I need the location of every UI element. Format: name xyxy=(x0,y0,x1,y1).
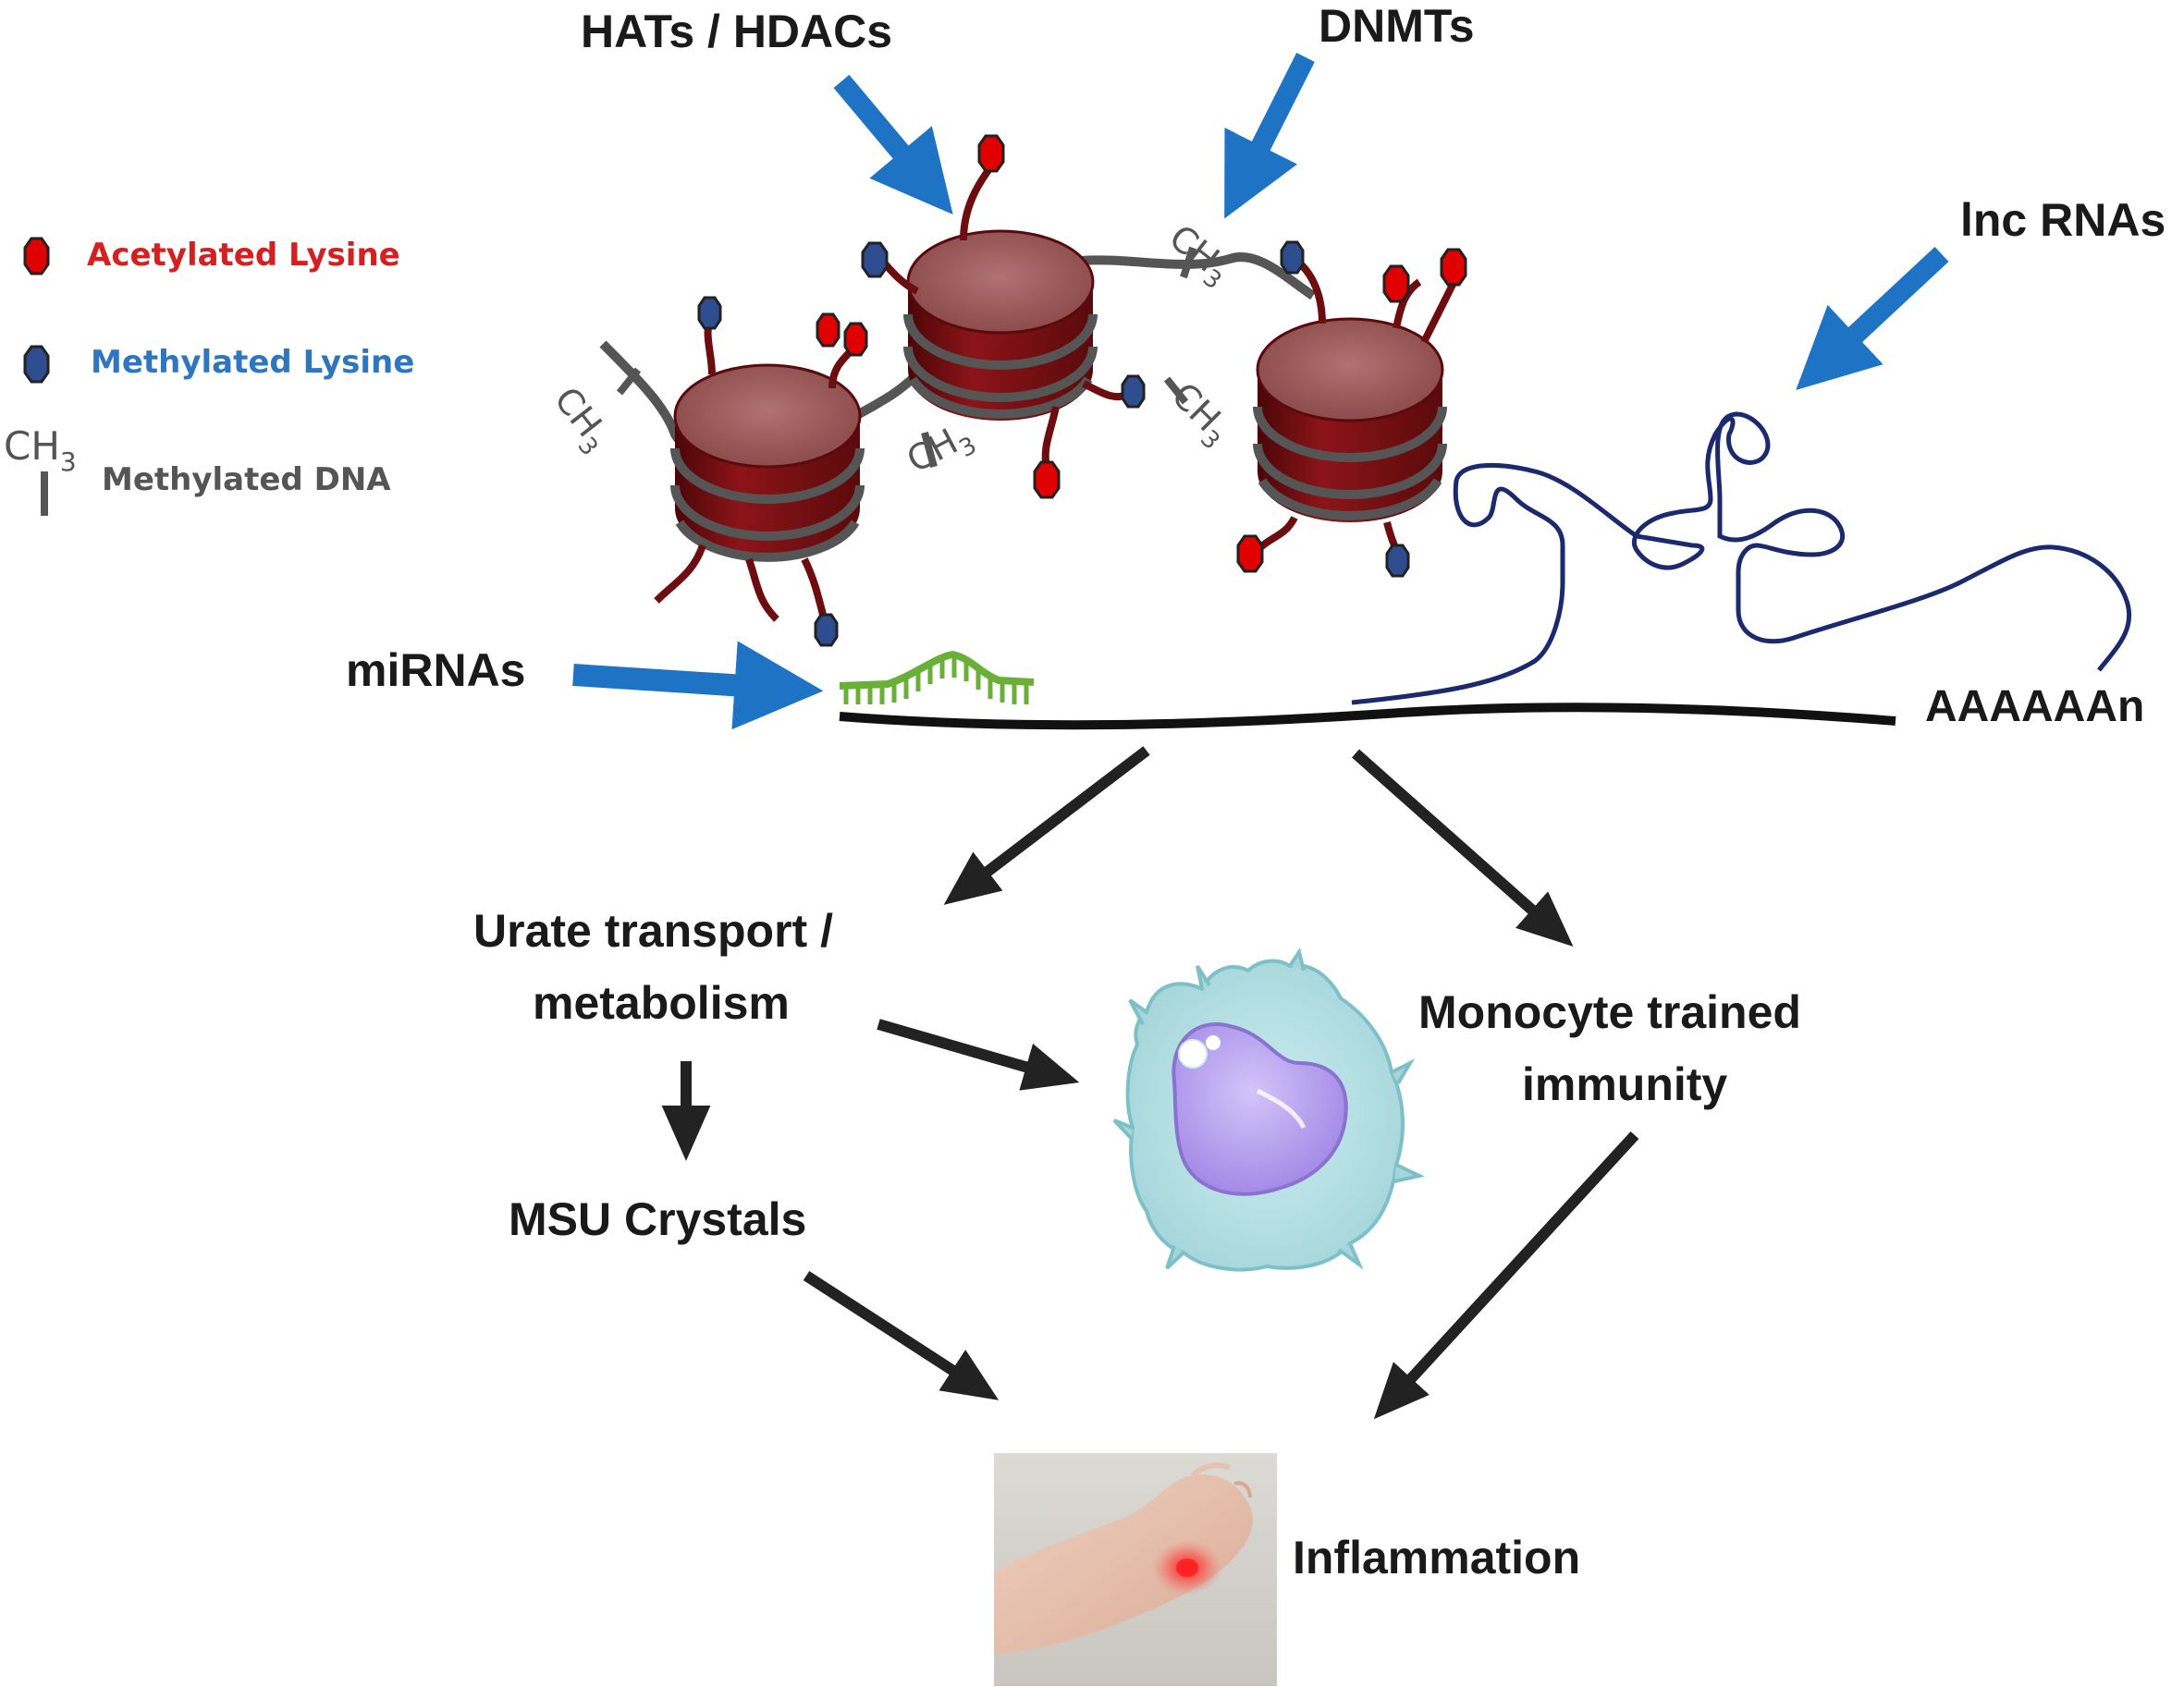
polya-tail-label: AAAAAAn xyxy=(1925,682,2144,731)
dnmts-label: DNMTs xyxy=(1319,0,1475,52)
nucleosome-icon xyxy=(1236,240,1467,578)
dnmts-arrow xyxy=(1224,53,1315,219)
monocyte-label-line1: Monocyte trained xyxy=(1418,986,1801,1038)
monocyte-cell-icon xyxy=(1112,947,1426,1272)
urate-label-line2: metabolism xyxy=(533,977,790,1029)
legend-methylated-label: Methylated Lysine xyxy=(91,344,414,381)
monocyte-label-line2: immunity xyxy=(1522,1058,1727,1110)
msu-crystals-label: MSU Crystals xyxy=(509,1193,806,1245)
arrow-to-monocyte-immunity xyxy=(1352,749,1574,947)
chromatin: CH3 CH3 CH3 CH3 xyxy=(541,134,1467,647)
mrna-strand xyxy=(839,703,1896,730)
arrow-to-urate xyxy=(943,746,1150,905)
mirna-icon xyxy=(839,650,1035,704)
mirnas-arrow xyxy=(572,641,824,730)
hats-hdacs-label: HATs / HDACs xyxy=(581,6,892,57)
urate-label-line1: Urate transport / xyxy=(473,905,833,957)
mirnas-label: miRNAs xyxy=(346,644,525,696)
arrow-msu-to-inflammation xyxy=(803,1270,1000,1400)
inflammation-label: Inflammation xyxy=(1293,1532,1580,1583)
lncrnas-label: lnc RNAs xyxy=(1960,194,2166,246)
arrow-immunity-to-inflammation xyxy=(1373,1131,1639,1420)
legend-acetylated-label: Acetylated Lysine xyxy=(87,237,400,274)
legend-methyl-dna-label: Methylated DNA xyxy=(102,461,391,498)
inflamed-foot-photo xyxy=(994,1453,1277,1686)
ch3-mark-1: CH3 xyxy=(541,379,620,460)
hats-arrow xyxy=(833,74,953,214)
lncrnas-arrow xyxy=(1796,246,1949,390)
legend-ch3-symbol: CH3 xyxy=(4,423,77,477)
legend: Acetylated Lysine Methylated Lysine CH3 … xyxy=(4,237,414,516)
ch3-mark-2: CH3 xyxy=(901,413,982,487)
legend-methyl-icon xyxy=(23,345,50,384)
arrow-to-monocyte xyxy=(877,1019,1080,1091)
lncrna-structure xyxy=(1351,411,2132,705)
legend-acetyl-icon xyxy=(23,237,50,275)
nucleosome-icon xyxy=(861,134,1146,499)
nucleosome-icon xyxy=(654,296,868,647)
